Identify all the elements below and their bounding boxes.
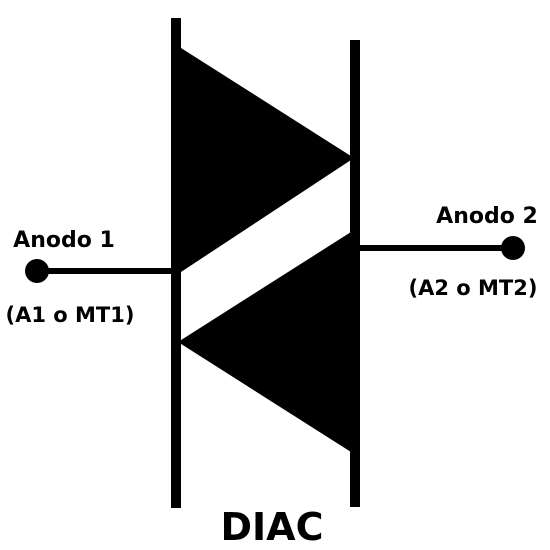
right-plate xyxy=(350,40,360,507)
terminal-2-alias: (A2 o MT2) xyxy=(409,276,538,300)
diagram-title: DIAC xyxy=(221,505,324,549)
terminal-2-label: Anodo 2 xyxy=(436,204,538,229)
lower-triangle xyxy=(178,232,351,452)
right-terminal-dot xyxy=(501,236,525,260)
terminal-1-alias: (A1 o MT1) xyxy=(6,303,135,327)
left-terminal-dot xyxy=(25,259,49,283)
left-plate xyxy=(171,18,181,508)
upper-triangle xyxy=(181,48,354,272)
terminal-1-label: Anodo 1 xyxy=(13,228,115,253)
